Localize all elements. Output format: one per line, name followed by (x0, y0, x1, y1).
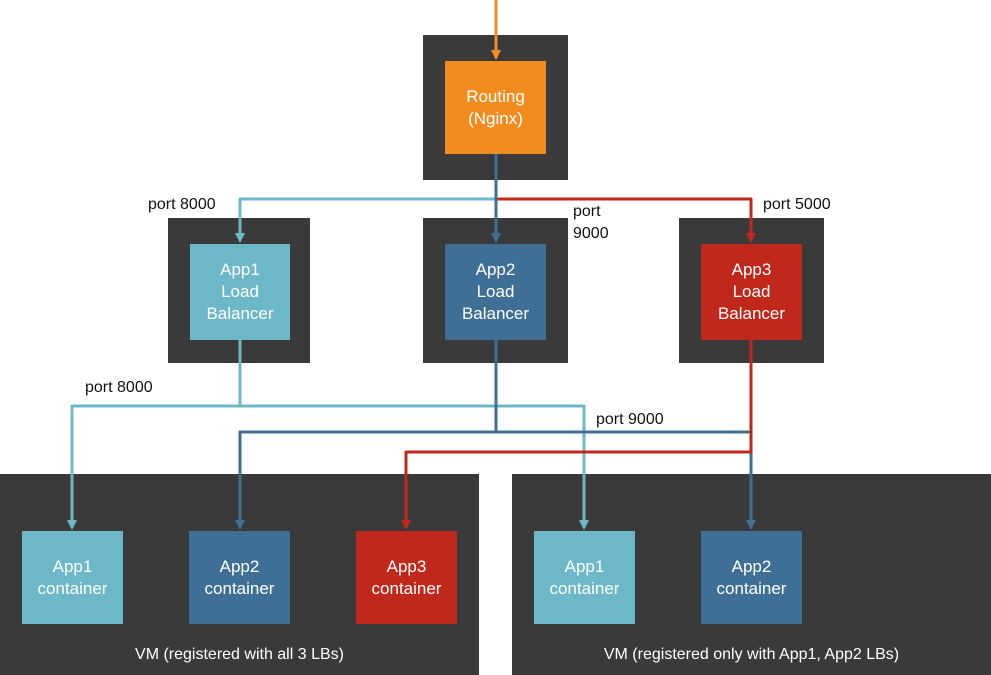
app3-lb-to-vm1-container (401, 340, 753, 530)
vm1-app2-container: App2 container (189, 531, 290, 624)
app2-lb-to-vm1-container (235, 340, 498, 530)
vm2-label: VM (registered only with App1, App2 LBs) (603, 646, 900, 663)
app1-load-balancer: App1 Load Balancer (190, 244, 290, 340)
routing-node: Routing (Nginx) (445, 61, 546, 154)
app3-load-balancer: App3 Load Balancer (701, 244, 802, 340)
routing-to-app3-lb (496, 197, 756, 243)
app1-lb-to-vm2-container (240, 404, 589, 530)
vm2-app2-container: App2 container (701, 531, 802, 624)
port-label-lb-app2: port 9000 (596, 411, 664, 428)
vm1-label: VM (registered with all 3 LBs) (135, 646, 344, 663)
app2-lb-to-vm2-container (496, 430, 756, 530)
port-label-lb-app1: port 8000 (85, 379, 153, 396)
port-label-routing-app2: port 9000 (573, 203, 609, 242)
routing-to-app1-lb (235, 154, 498, 243)
port-label-routing-app3: port 5000 (763, 196, 831, 213)
app2-load-balancer: App2 Load Balancer (445, 244, 546, 340)
port-label-routing-app1: port 8000 (148, 196, 216, 213)
vm2-app1-container: App1 container (534, 531, 635, 624)
vm1-app1-container: App1 container (22, 531, 123, 624)
vm1-app3-container: App3 container (356, 531, 457, 624)
app1-lb-to-vm1-container (67, 340, 242, 530)
